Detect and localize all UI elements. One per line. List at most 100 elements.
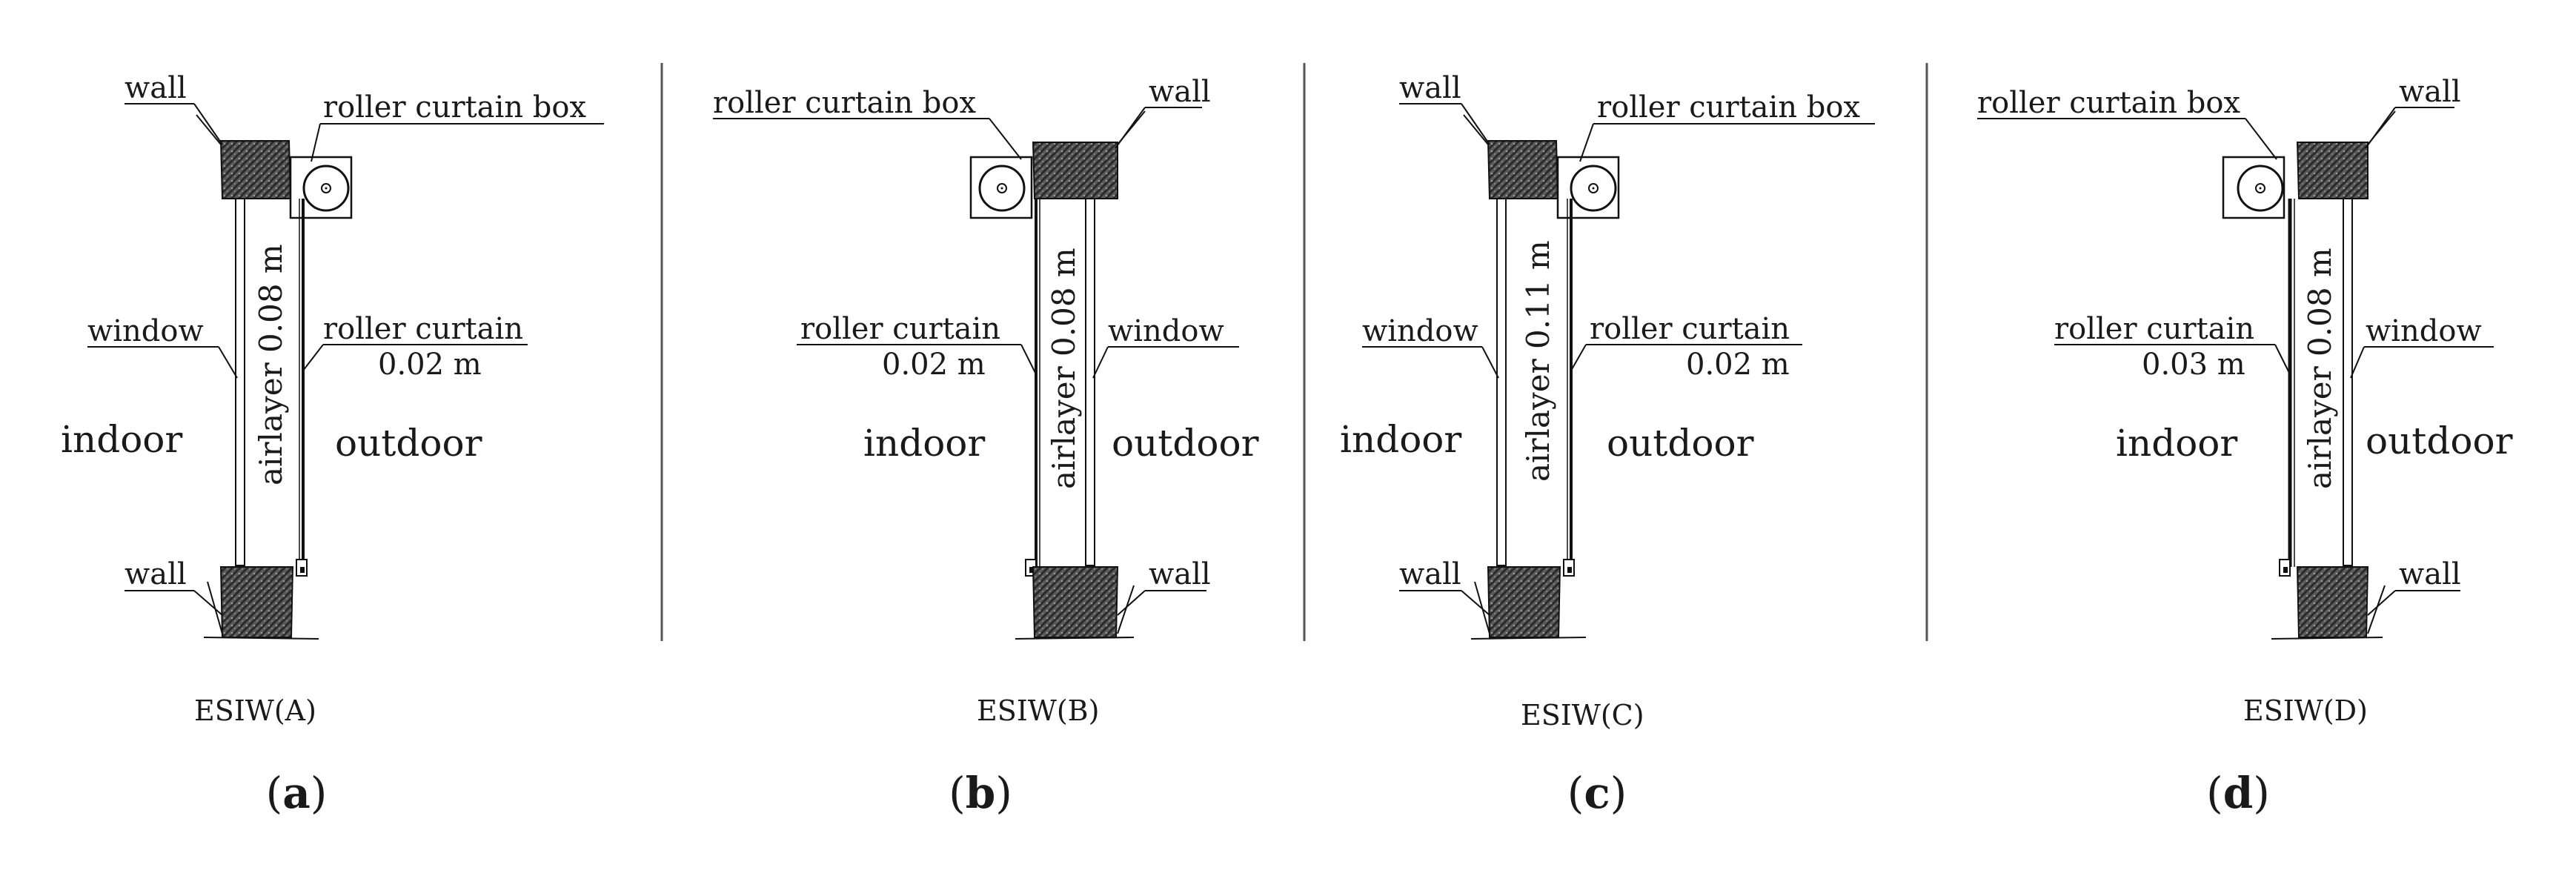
label-roller-curtain: roller curtain xyxy=(800,312,1000,346)
caption-esiw: ESIW(D) xyxy=(2243,694,2368,727)
caption-esiw: ESIW(C) xyxy=(1521,699,1644,731)
subfig-label: (d) xyxy=(2206,768,2270,818)
subfig-label: (a) xyxy=(266,768,328,818)
label-roller-curtain-box: roller curtain box xyxy=(713,86,976,120)
label-roller-curtain: roller curtain xyxy=(2054,312,2254,346)
window-pane xyxy=(1085,198,1095,566)
curtain-guide-inner xyxy=(1567,567,1572,573)
label-wall-top: wall xyxy=(1149,75,1211,109)
wall-top xyxy=(1487,140,1559,199)
leader-line xyxy=(193,590,223,616)
label-indoor: indoor xyxy=(61,418,182,461)
panel-a: wall roller curtain box window roller cu… xyxy=(61,71,604,818)
label-curtain-thickness: 0.03 m xyxy=(2142,348,2245,382)
roller-axle xyxy=(997,183,1007,193)
curtain-guide-inner xyxy=(2283,567,2288,573)
curtain-guide-inner xyxy=(300,567,305,573)
window-pane xyxy=(1496,198,1507,566)
label-curtain-thickness: 0.02 m xyxy=(882,348,986,382)
wall-edge xyxy=(1117,585,1135,634)
window-pane xyxy=(2343,198,2353,566)
label-outdoor: outdoor xyxy=(1607,422,1754,465)
label-window: window xyxy=(87,314,204,348)
leader-line xyxy=(2245,118,2277,160)
label-indoor: indoor xyxy=(863,422,985,465)
label-roller-curtain-box: roller curtain box xyxy=(1977,86,2240,120)
wall-bottom xyxy=(2296,566,2369,638)
leader-line xyxy=(193,103,223,145)
leader-line xyxy=(1115,107,1146,149)
roller-axle-center xyxy=(325,187,328,190)
leader-line xyxy=(1117,590,1146,616)
label-wall-top: wall xyxy=(1399,71,1461,105)
label-airlayer: airlayer 0.08 m xyxy=(1046,248,1082,489)
caption-esiw: ESIW(A) xyxy=(194,694,316,727)
wall-base-line xyxy=(1470,637,1587,640)
panel-c: wall roller curtain box window roller cu… xyxy=(1340,71,1875,818)
roller-axle xyxy=(1588,183,1599,193)
roller-axle-center xyxy=(1592,187,1595,190)
wall-edge xyxy=(2367,585,2386,634)
label-roller-curtain: roller curtain xyxy=(1590,312,1790,346)
label-wall-bottom: wall xyxy=(2399,557,2461,591)
label-window: window xyxy=(1362,314,1478,348)
label-window: window xyxy=(1108,314,1224,348)
wall-bottom xyxy=(219,566,294,638)
caption-esiw: ESIW(B) xyxy=(977,694,1099,727)
label-window: window xyxy=(2366,314,2482,348)
label-airlayer: airlayer 0.08 m xyxy=(253,244,289,485)
label-wall-bottom: wall xyxy=(1399,557,1461,591)
wall-top xyxy=(2296,142,2368,199)
label-roller-curtain-box: roller curtain box xyxy=(323,90,586,125)
leader-line xyxy=(2365,107,2396,149)
roller-axle xyxy=(2255,183,2265,193)
leader-line xyxy=(1461,590,1490,616)
subfig-label: (c) xyxy=(1567,768,1627,818)
label-wall-bottom: wall xyxy=(1149,557,1211,591)
leader-line xyxy=(218,346,238,379)
panel-b: wall roller curtain box roller curtain 0… xyxy=(713,75,1259,818)
leader-line xyxy=(302,344,324,371)
leader-line xyxy=(311,123,321,162)
label-airlayer: airlayer 0.11 m xyxy=(1520,240,1556,482)
label-wall-bottom: wall xyxy=(125,557,187,591)
subfig-label: (b) xyxy=(949,768,1012,818)
label-wall-top: wall xyxy=(125,71,187,105)
leader-line xyxy=(2350,346,2365,379)
roller-axle xyxy=(321,183,331,193)
leader-line xyxy=(1570,344,1587,371)
roller-axle-center xyxy=(2259,187,2262,190)
wall-base-line xyxy=(203,637,319,640)
label-airlayer: airlayer 0.08 m xyxy=(2302,248,2338,489)
leader-line xyxy=(1092,346,1109,379)
label-indoor: indoor xyxy=(2116,422,2237,465)
label-roller-curtain: roller curtain xyxy=(323,312,523,346)
wall-base-line xyxy=(1015,637,1135,640)
curtain-guide-inner xyxy=(1029,567,1034,573)
label-outdoor: outdoor xyxy=(335,422,482,465)
leader-line xyxy=(1461,103,1490,145)
wall-bottom xyxy=(1487,566,1561,638)
wall-edge xyxy=(196,114,222,145)
leader-line xyxy=(989,118,1022,160)
wall-top xyxy=(219,140,292,199)
wall-bottom xyxy=(1032,566,1119,638)
leader-line xyxy=(1579,123,1594,162)
label-curtain-thickness: 0.02 m xyxy=(378,348,482,382)
label-wall-top: wall xyxy=(2399,75,2461,109)
leader-line xyxy=(2367,590,2396,616)
wall-base-line xyxy=(2271,637,2383,640)
wall-edge xyxy=(1463,114,1489,145)
leader-line xyxy=(1020,344,1037,375)
label-indoor: indoor xyxy=(1340,418,1461,461)
leader-line xyxy=(1481,346,1499,379)
roller-axle-center xyxy=(1000,187,1003,190)
wall-top xyxy=(1032,142,1118,199)
label-curtain-thickness: 0.02 m xyxy=(1686,348,1790,382)
label-outdoor: outdoor xyxy=(2366,419,2513,462)
window-pane xyxy=(235,198,245,566)
label-outdoor: outdoor xyxy=(1112,422,1259,465)
leader-line xyxy=(2274,344,2291,375)
